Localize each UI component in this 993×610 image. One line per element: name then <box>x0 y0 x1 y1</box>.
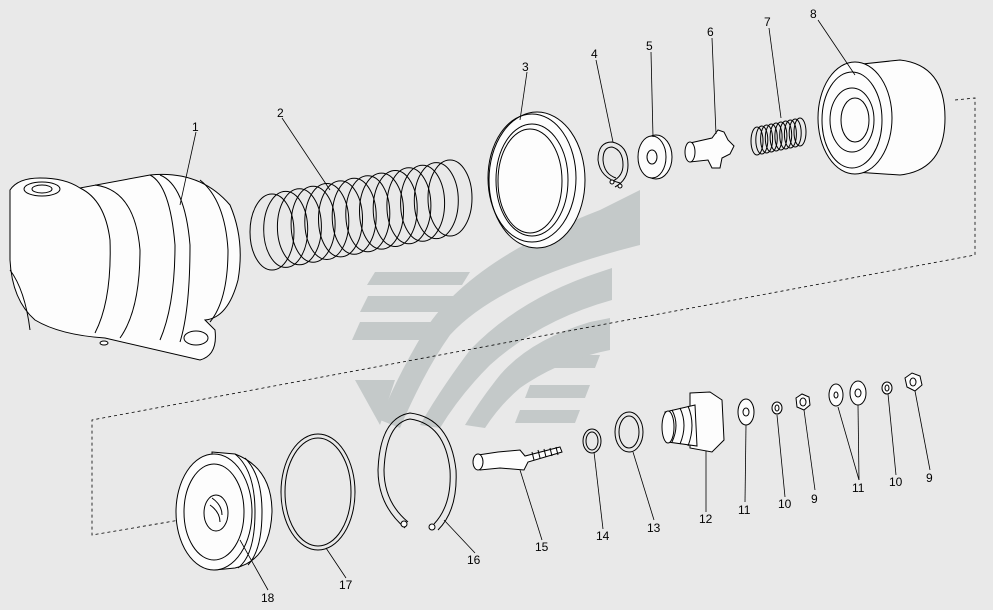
spring-coil <box>249 193 295 271</box>
part-9-nut-a <box>795 393 811 411</box>
spring-coil <box>359 172 404 250</box>
part-labels: 1 2 3 4 5 6 7 8 9 9 10 10 11 11 12 13 14… <box>192 7 933 605</box>
spring-coil <box>764 123 778 153</box>
label-7: 7 <box>764 15 771 29</box>
label-6: 6 <box>707 25 714 39</box>
part-3-seal-ring <box>487 111 586 249</box>
label-4: 4 <box>591 47 598 61</box>
part-5-washer <box>637 134 673 180</box>
manufacturer-logo-watermark <box>352 190 640 428</box>
part-11-washer-a <box>737 398 755 426</box>
part-11-washer-b <box>828 380 867 407</box>
part-6-valve-stem <box>684 129 735 169</box>
label-8: 8 <box>810 7 817 21</box>
label-11a: 11 <box>738 503 751 517</box>
part-7-small-spring <box>750 117 807 156</box>
part-13-o-ring <box>614 411 644 453</box>
spring-coil <box>290 185 336 263</box>
part-2-large-spring <box>249 159 473 271</box>
label-10a: 10 <box>778 497 792 511</box>
part-14-small-ring <box>582 428 602 454</box>
label-17: 17 <box>339 578 353 592</box>
spring-coil <box>304 183 350 260</box>
spring-coil <box>331 177 377 255</box>
part-17-o-ring <box>280 433 356 551</box>
part-10-spring-washer-b <box>881 381 893 395</box>
label-9a: 9 <box>811 492 818 506</box>
label-14: 14 <box>596 529 610 543</box>
label-13: 13 <box>647 521 661 535</box>
spring-coil <box>760 124 774 154</box>
spring-coil <box>345 175 391 253</box>
label-2: 2 <box>277 106 284 120</box>
spring-coil <box>750 126 764 156</box>
part-12-valve-body <box>661 391 725 453</box>
spring-coil <box>788 118 802 148</box>
label-10b: 10 <box>889 475 903 489</box>
spring-coil <box>372 170 418 247</box>
spring-coil <box>783 119 797 149</box>
part-10-spring-washer-a <box>771 401 783 415</box>
part-16-snap-ring-large <box>377 412 457 531</box>
part-15-bolt <box>472 446 563 471</box>
spring-coil <box>318 180 363 258</box>
label-11b: 11 <box>852 481 865 495</box>
spring-coil <box>779 120 793 150</box>
spring-coil <box>413 162 459 240</box>
assembly-axis-line <box>91 97 976 536</box>
spring-coil <box>400 164 446 242</box>
label-18: 18 <box>261 591 275 605</box>
spring-coil <box>769 122 783 152</box>
spring-coil <box>793 117 807 147</box>
spring-coil <box>263 190 309 268</box>
spring-coil <box>427 159 473 237</box>
label-9b: 9 <box>926 471 933 485</box>
part-1-housing <box>9 173 241 361</box>
part-8-piston-cup <box>817 59 946 176</box>
part-18-piston <box>175 451 273 571</box>
spring-coil <box>774 121 788 151</box>
part-9-nut-b <box>904 372 923 392</box>
label-12: 12 <box>699 512 713 526</box>
spring-coil <box>755 125 769 155</box>
part-4-snap-ring <box>597 141 629 189</box>
label-15: 15 <box>535 540 549 554</box>
spring-coil <box>276 188 322 266</box>
label-1: 1 <box>192 120 199 134</box>
leader-lines <box>179 19 931 591</box>
label-16: 16 <box>467 553 481 567</box>
label-5: 5 <box>646 39 653 53</box>
spring-coil <box>386 167 432 245</box>
label-3: 3 <box>522 60 529 74</box>
